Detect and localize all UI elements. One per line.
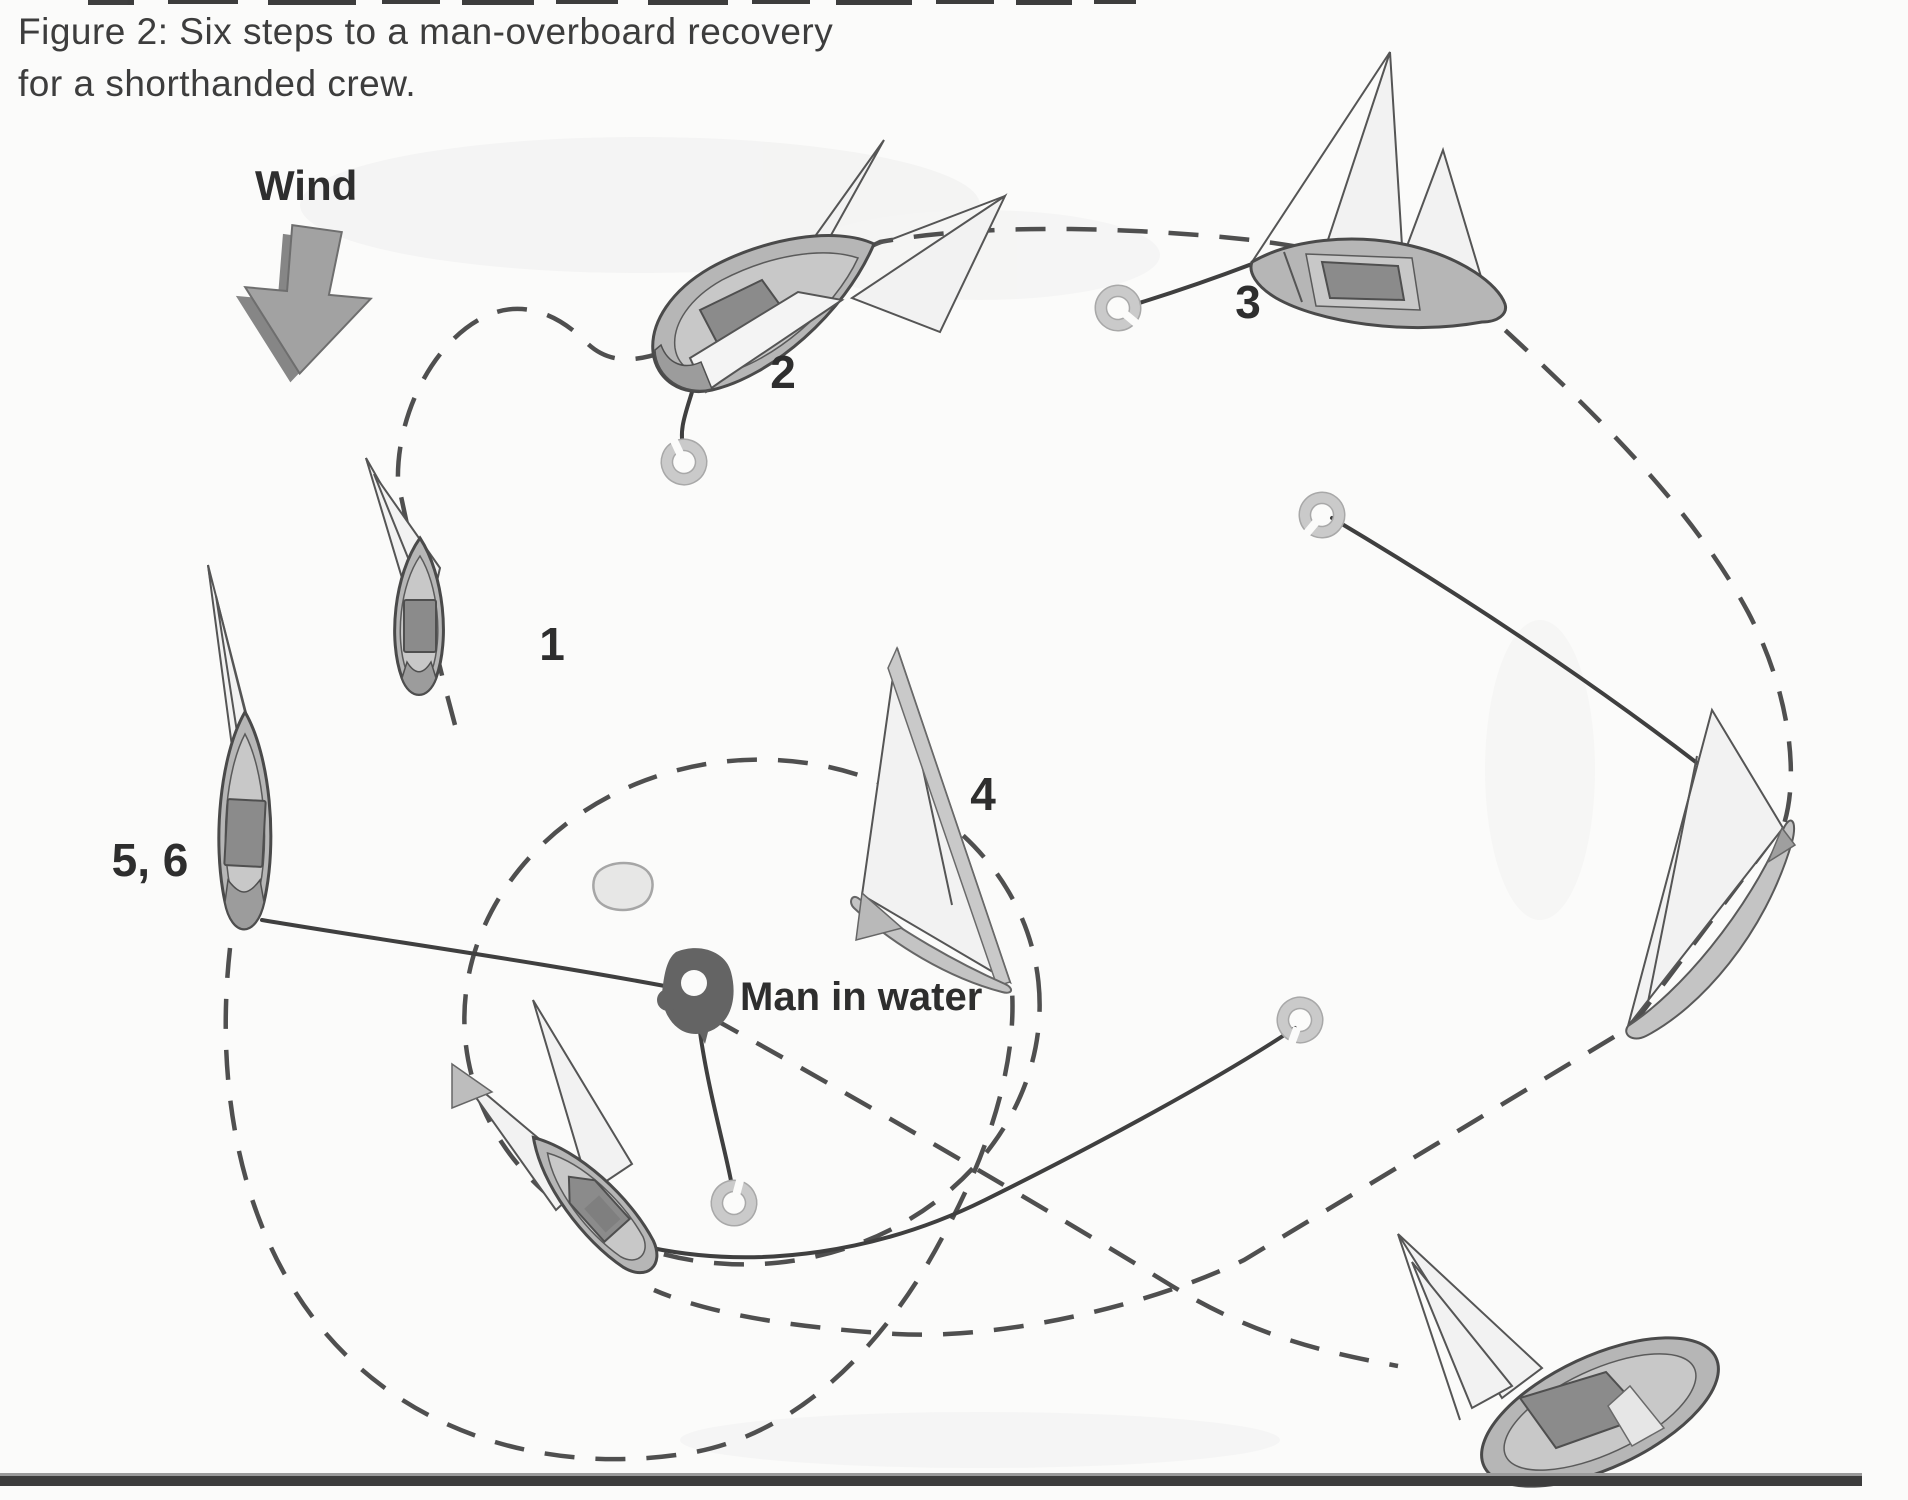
sailboat-approach — [451, 999, 659, 1275]
course-circle-around-man — [462, 757, 1042, 1267]
man-in-water — [657, 948, 734, 1044]
wind-label: Wind — [255, 162, 357, 209]
step-label-3: 3 — [1235, 276, 1261, 328]
line-man-buoy — [698, 1030, 734, 1188]
step-label-4: 4 — [970, 768, 996, 820]
tow-line-boat56-man — [260, 918, 688, 992]
tow-line-approach-boat-buoy — [650, 1026, 1297, 1260]
sailboat-step-4 — [850, 645, 1012, 994]
course-arc-lower-left — [223, 947, 1015, 1462]
sailboat-step-2 — [651, 139, 1008, 394]
page-bottom-rule — [0, 1473, 1862, 1486]
horseshoe-buoy-4 — [1276, 996, 1324, 1046]
horseshoe-buoy-2 — [1094, 284, 1142, 332]
sailboat-step-1 — [365, 457, 445, 696]
wind-arrow-icon — [235, 223, 373, 383]
tow-line-boat3-buoy — [1134, 262, 1254, 306]
course-path-downwind-leg — [710, 1016, 1399, 1369]
floating-object — [592, 861, 654, 912]
figure-caption-line-2: for a shorthanded crew. — [18, 63, 416, 104]
horseshoe-buoy-3 — [1298, 491, 1346, 539]
scan-artifact-top — [88, 0, 1136, 5]
man-in-water-label: Man in water — [740, 975, 982, 1019]
sailboat-start — [1397, 1233, 1720, 1488]
scan-ghosting — [300, 137, 1595, 1468]
horseshoe-buoy-5 — [710, 1176, 758, 1227]
sailboat-right — [1625, 707, 1797, 1040]
sailboat-step-3 — [1249, 51, 1508, 330]
step-label-5-6: 5, 6 — [112, 834, 189, 886]
step-label-2: 2 — [770, 346, 796, 398]
sailboat-step-5-6 — [207, 564, 273, 931]
horseshoe-buoy-1 — [660, 436, 708, 486]
step-label-1: 1 — [539, 618, 565, 670]
figure-caption-line-1: Figure 2: Six steps to a man-overboard r… — [18, 11, 833, 52]
course-path-outer-loop — [395, 226, 1794, 1337]
